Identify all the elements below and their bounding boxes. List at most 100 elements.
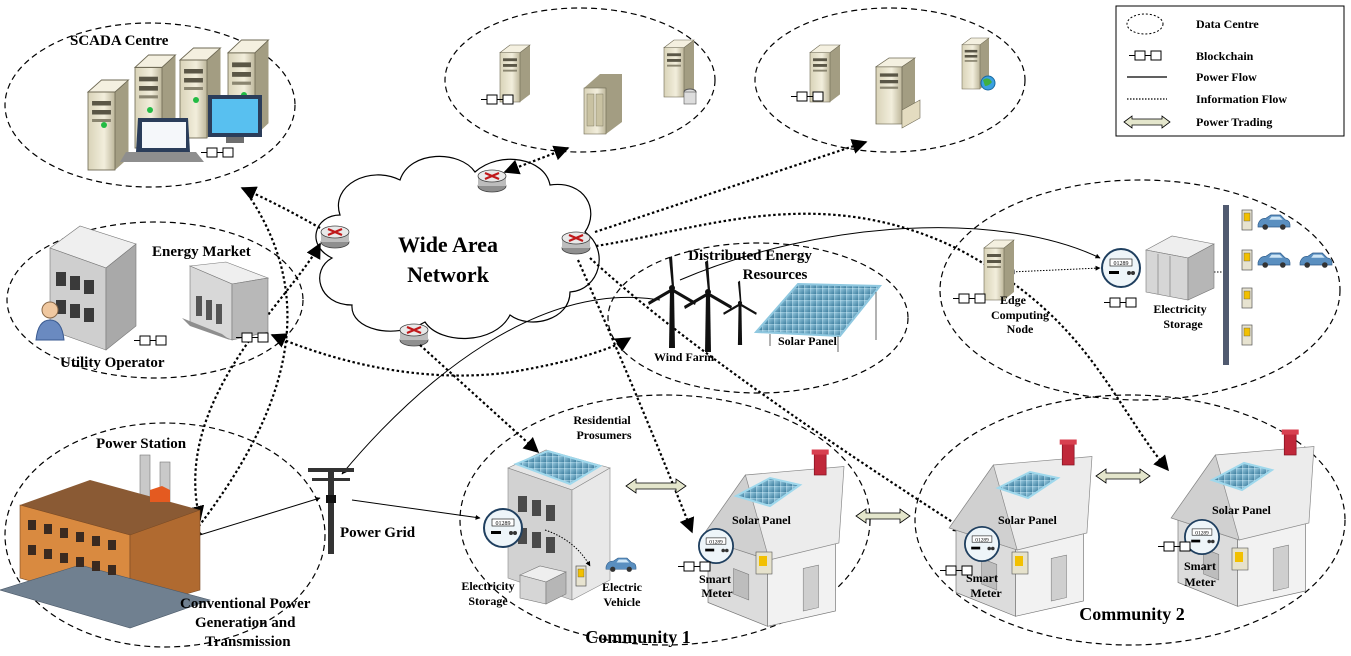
wind-turbine-icon [723,280,757,345]
community2-label: Community 2 [1079,604,1185,624]
c1-smart-meter-label-1: Smart [699,572,731,586]
monitor-icon [208,95,262,143]
utility-operator-label: Utility Operator [60,355,165,371]
car-icon [1257,252,1291,269]
svg-text:01289: 01289 [1114,261,1129,267]
community1-region [459,394,871,646]
scada-servers [87,39,270,171]
edge-server-icon [983,239,1015,301]
svg-text:01289: 01289 [975,537,989,543]
car-icon [1257,214,1291,231]
power-grid-pole-icon [308,468,354,554]
legend-blockchain: Blockchain [1196,49,1254,63]
legend-power-trading-arrow [1123,115,1171,129]
edge-storage-label-2: Storage [1163,317,1203,331]
svg-text:01289: 01289 [1195,530,1209,536]
edge-label-3: Node [1007,322,1034,336]
region-ellipses [4,7,1346,648]
community1-content: Residential Prosumers 01289 Electricity … [461,413,845,647]
svg-text:01289: 01289 [709,539,723,545]
blockchain-icon [1103,297,1137,308]
electric-vehicle-icon [605,557,637,573]
edge-content: Edge Computing Node 01289 Electricity St… [952,205,1333,365]
utility-content: Utility Operator Energy Market [35,225,270,371]
conv-label-1: Conventional Power [180,596,311,612]
wan-label-1: Wide Area [398,232,498,257]
c1-solar-label: Solar Panel [732,513,791,527]
battery-storage-icon [1145,235,1215,301]
c2-smart-meter-label-1b: Meter [970,586,1002,600]
power-station-label: Power Station [96,436,187,452]
power-trading-arrows [625,468,1151,524]
user-icon [35,301,65,341]
wind-turbine-icon [684,260,732,352]
c2-meter-icon-1: 01289 [964,526,1000,562]
c1-battery-icon [519,565,567,605]
charger-icon [1241,324,1253,346]
community2-content: Solar Panel 01289 Smart Meter Solar Pane… [939,429,1315,624]
c1-house-meter-icon: 01289 [698,528,734,564]
scada-label: SCADA Centre [70,33,169,49]
router-top-icon [476,168,508,194]
data-centre-1 [444,7,716,153]
c2-meter-icon-2: 01289 [1184,519,1220,555]
wind-turbine-icon [648,256,696,348]
c1-building-meter-icon: 01289 [483,508,523,548]
der-label-1: Distributed Energy [688,248,812,264]
c1-smart-meter-label-2: Meter [701,586,733,600]
res-prosumers-label-1: Residential [573,413,631,427]
laptop-icon [120,118,204,162]
edge-region [939,179,1341,401]
scada-blockchain-icon [200,147,234,158]
c2-smart-meter-label-1a: Smart [966,571,998,585]
router-left-icon [319,224,351,250]
data-centre-1-content [480,39,697,135]
der-label-2: Resources [743,267,808,283]
charging-rail [1223,205,1229,365]
ev-label-2: Vehicle [604,595,642,609]
c2-smart-meter-label-2b: Meter [1184,575,1216,589]
power-station-content: Power Station Conventional Power Generat… [0,436,311,650]
c1-storage-label-2: Storage [468,594,508,608]
legend: Data Centre Blockchain Power Flow Inform… [1115,5,1345,137]
car-icon [1299,252,1333,269]
information-flows [187,139,1169,542]
ev-label-1: Electric [602,580,643,594]
edge-meter-icon: 01289 [1101,248,1141,288]
scada-server-icon [87,79,130,171]
conv-label-2: Generation and [195,615,296,631]
data-centre-2 [754,7,1026,153]
legend-information-flow: Information Flow [1196,92,1287,106]
factory-icon [0,454,212,629]
blockchain-icon [1157,541,1191,552]
data-centre-2-content [790,37,996,129]
res-prosumers-label-2: Prosumers [576,428,631,442]
c2-solar-label-2: Solar Panel [1212,503,1271,517]
c1-storage-label-1: Electricity [461,579,514,593]
router-bottom-icon [398,322,430,348]
wind-farm-label: Wind Farm [654,350,714,364]
charger-icon [1241,287,1253,309]
edge-storage-label-1: Electricity [1153,302,1206,316]
blockchain-icon [952,293,986,304]
utility-building-icon [49,225,137,351]
solar-panel-icon [753,282,883,352]
market-terminal-icon [182,261,270,341]
power-flows [189,227,1224,540]
wan-cloud: Wide Area Network [315,155,600,340]
community1-label: Community 1 [585,627,691,647]
edge-label-2: Computing [991,308,1049,322]
router-right-icon [560,230,592,256]
power-grid-label: Power Grid [340,525,416,541]
charger-icon [1241,209,1253,231]
der-region [607,242,909,394]
legend-data-centre: Data Centre [1196,17,1259,31]
cabinet-server-icon [583,74,622,135]
wan-label-2: Network [407,262,490,287]
legend-power-trading: Power Trading [1196,115,1272,129]
der-content: Distributed Energy Resources Wind Farm S… [648,248,883,364]
charger-icon [1241,249,1253,271]
svg-text:01289: 01289 [496,521,511,527]
database-server-icon [663,39,695,98]
